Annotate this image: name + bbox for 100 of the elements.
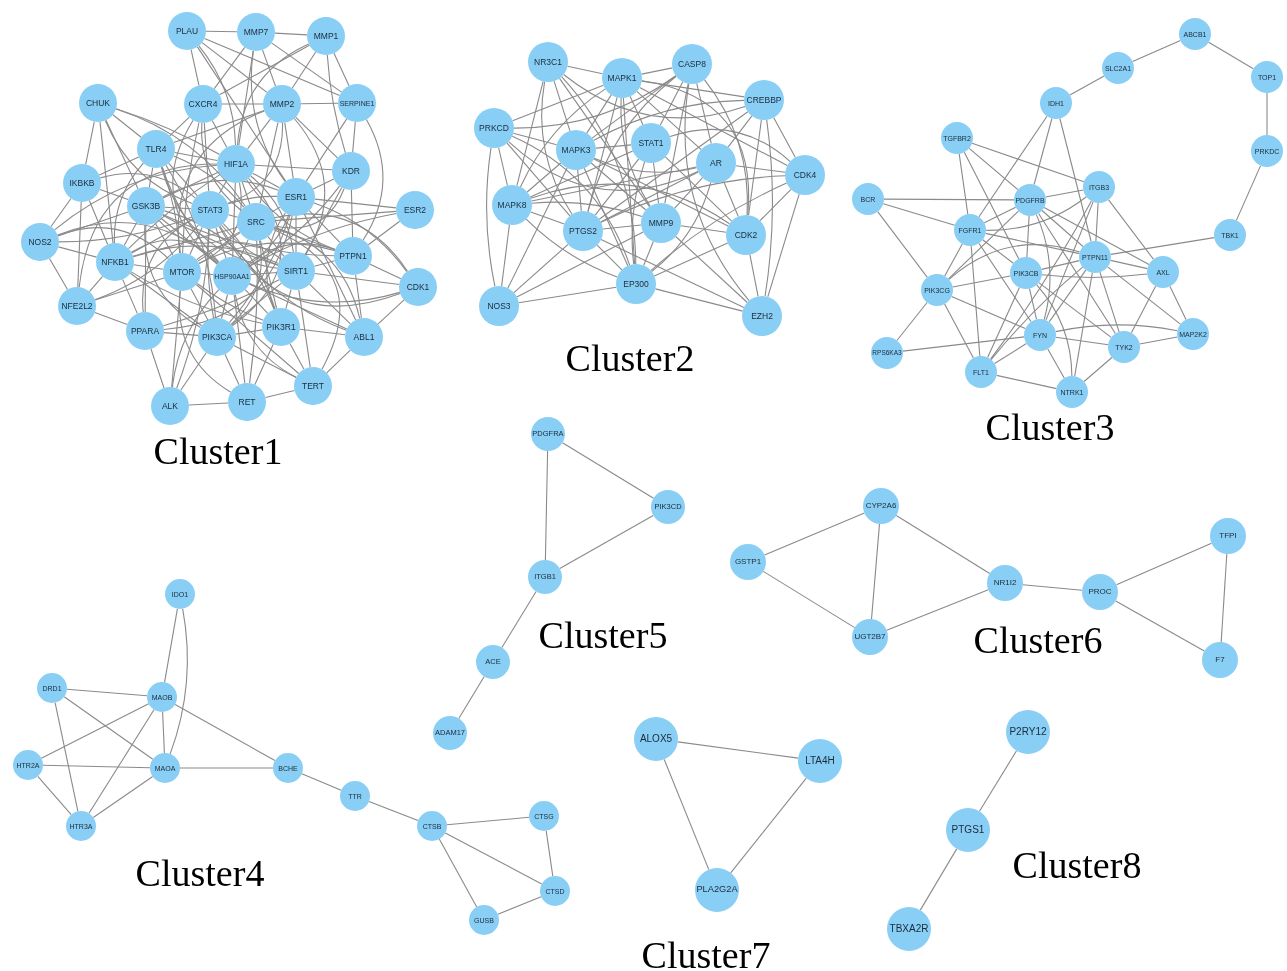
edge-line [58, 216, 193, 243]
edge-line [673, 177, 704, 209]
edge-line [195, 283, 300, 375]
edge-line [150, 348, 165, 389]
edge-line [50, 197, 72, 228]
edge-line [629, 95, 644, 126]
edge-line [94, 224, 199, 301]
edge-line [239, 238, 249, 260]
edge-line [663, 758, 710, 871]
edge-line [458, 675, 485, 720]
gene-node [263, 85, 301, 123]
gene-node [66, 811, 96, 841]
edge-line [57, 222, 219, 264]
edge-line [664, 83, 689, 204]
gene-label: TFPI [1219, 532, 1237, 540]
edge-line [643, 240, 654, 267]
gene-node [1056, 376, 1088, 408]
edge-line [94, 277, 165, 301]
edge-line [622, 97, 636, 265]
gene-label: IKBKB [69, 178, 95, 188]
gene-label: NFE2L2 [61, 301, 93, 311]
edge-line [232, 182, 236, 258]
edge-line [220, 293, 229, 320]
cluster-label: Cluster4 [135, 854, 265, 892]
edge-line [530, 183, 731, 225]
edge-line [507, 167, 568, 289]
gene-node [165, 579, 195, 609]
gene-node [21, 223, 59, 261]
edge-line [659, 81, 684, 126]
edge-line [249, 240, 258, 384]
edge-line [218, 179, 228, 195]
edge-line [767, 193, 800, 298]
edge-line [675, 235, 748, 304]
edge-line [201, 42, 268, 93]
edge-line [37, 775, 72, 816]
edge-line [963, 151, 1020, 260]
edge-line [88, 709, 155, 814]
edge-line [162, 279, 280, 327]
edge-line [544, 450, 549, 561]
edge-line [163, 210, 275, 310]
gene-label: ALK [161, 401, 179, 411]
edge-line [978, 750, 1018, 812]
edge-line [1235, 165, 1262, 221]
edge-line [254, 343, 274, 386]
edge-line [284, 122, 294, 179]
edge-line [1045, 189, 1084, 198]
gene-node [726, 215, 766, 255]
gene-label: MMP1 [313, 31, 339, 41]
edge-line [295, 116, 338, 159]
gene-label: LTA4H [805, 756, 835, 766]
edge-line [446, 816, 530, 826]
edge-line [123, 222, 138, 246]
edge-line [377, 299, 405, 325]
gene-label: CDK1 [406, 282, 430, 292]
edge-line [367, 220, 401, 246]
edge-line [164, 206, 192, 210]
edge-line [513, 243, 569, 294]
edge-line [227, 195, 278, 205]
edge-line [333, 52, 350, 87]
edge-line [970, 245, 981, 357]
edge-line [163, 215, 293, 331]
gene-label: PPARA [130, 326, 160, 336]
gene-node [137, 130, 175, 168]
edge-line [161, 166, 220, 263]
gene-node [37, 673, 67, 703]
edge-line [764, 512, 865, 556]
cluster-label: Cluster6 [973, 621, 1103, 659]
gene-node [695, 868, 739, 912]
edge-line [563, 73, 746, 119]
edge-line [586, 94, 612, 134]
edge-line [230, 240, 262, 325]
edge-line [511, 135, 631, 266]
edge-line [519, 88, 606, 188]
edge-line [211, 120, 228, 148]
edge-line [132, 226, 239, 258]
edge-line [531, 201, 643, 218]
edge-line [308, 210, 341, 243]
edge-line [1220, 553, 1228, 643]
edge-line [759, 188, 792, 222]
edge-line [221, 224, 279, 266]
edge-line [42, 764, 151, 769]
edge-line [165, 164, 217, 319]
edge-line [587, 75, 677, 213]
edge-line [531, 166, 697, 202]
gene-label: TERT [301, 381, 324, 391]
gene-label: ABL1 [353, 332, 375, 342]
edge-line [207, 228, 215, 319]
edge-line [273, 226, 361, 320]
gene-node [1202, 642, 1238, 678]
gene-node [338, 84, 376, 122]
cluster-label: Cluster1 [153, 432, 283, 470]
edge-line [180, 352, 207, 391]
edge-line [530, 211, 565, 225]
gene-node [237, 203, 275, 241]
edge-line [882, 203, 956, 226]
edge-line [1115, 600, 1205, 652]
edge-line [77, 201, 82, 288]
gene-node [1147, 256, 1179, 288]
edge-line [148, 167, 154, 188]
edge-line [313, 260, 336, 267]
